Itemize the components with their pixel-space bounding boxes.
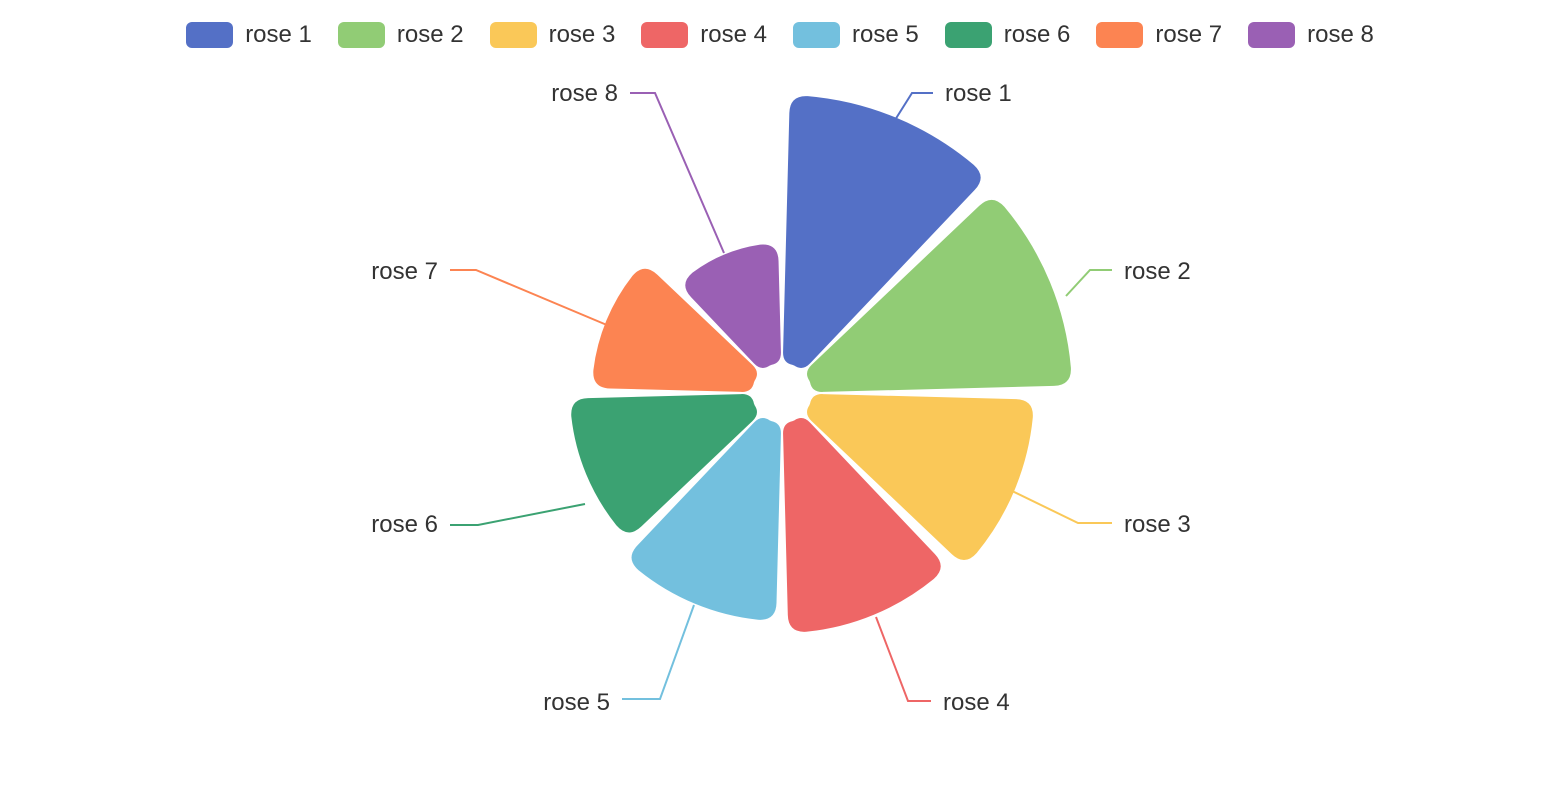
legend-item-rose-1[interactable]: rose 1 [186, 22, 312, 48]
slice-label-rose-7: rose 7 [371, 258, 438, 285]
legend-item-rose-8[interactable]: rose 8 [1248, 22, 1374, 48]
slice-label-rose-6: rose 6 [371, 511, 438, 538]
pie-slice-rose-7[interactable] [593, 268, 757, 392]
leader-line-rose-7 [450, 269, 615, 329]
slice-label-rose-4: rose 4 [943, 689, 1010, 716]
legend-swatch-icon [1096, 22, 1144, 48]
leader-line-rose-6 [450, 503, 586, 526]
legend-item-rose-7[interactable]: rose 7 [1096, 22, 1222, 48]
legend-item-rose-4[interactable]: rose 4 [641, 22, 767, 48]
legend-swatch-icon [944, 22, 992, 48]
pie-slice-rose-3[interactable] [807, 394, 1033, 561]
legend-swatch-icon [1248, 22, 1296, 48]
label-leader-lines [450, 92, 1112, 702]
pie-slice-rose-5[interactable] [631, 418, 781, 620]
legend-item-rose-3[interactable]: rose 3 [489, 21, 616, 48]
slice-label-rose-1: rose 1 [945, 80, 1012, 107]
legend-swatch-icon [186, 22, 234, 48]
pie-slice-rose-8[interactable] [685, 244, 781, 368]
legend-item-rose-6[interactable]: rose 6 [944, 21, 1071, 48]
leader-line-rose-4 [875, 616, 931, 702]
leader-line-rose-3 [1007, 488, 1112, 524]
slice-label-rose-8: rose 8 [551, 80, 618, 107]
legend-item-rose-2[interactable]: rose 2 [337, 21, 464, 48]
pie-slice-rose-1[interactable] [783, 96, 981, 368]
slice-label-rose-3: rose 3 [1124, 511, 1191, 538]
legend-swatch-icon [337, 22, 385, 48]
leader-line-rose-5 [622, 604, 695, 700]
pie-slice-rose-6[interactable] [571, 394, 757, 533]
leader-line-rose-1 [894, 92, 933, 121]
legend-item-label: rose 3 [548, 21, 616, 48]
legend-item-label: rose 7 [1155, 21, 1223, 48]
pie-slice-rose-4[interactable] [783, 418, 941, 632]
legend-item-label: rose 6 [1003, 21, 1071, 48]
legend-swatch-icon [793, 22, 840, 48]
slice-label-rose-2: rose 2 [1124, 258, 1191, 285]
legend-item-label: rose 2 [396, 21, 464, 48]
legend-item-label: rose 8 [1307, 21, 1374, 48]
legend-item-rose-5[interactable]: rose 5 [793, 22, 919, 48]
leader-line-rose-8 [630, 92, 725, 254]
legend-item-label: rose 1 [245, 21, 312, 48]
legend-item-label: rose 4 [700, 21, 767, 48]
slice-label-rose-5: rose 5 [543, 689, 610, 716]
leader-line-rose-2 [1065, 269, 1112, 297]
pie-slice-rose-2[interactable] [807, 199, 1071, 392]
legend-swatch-icon [489, 22, 537, 48]
legend-swatch-icon [641, 22, 689, 48]
chart-legend: rose 1 rose 2 rose 3 rose 4 rose 5 rose 6 rose… [0, 22, 1560, 48]
pie-slices [571, 96, 1071, 632]
legend-item-label: rose 5 [852, 21, 919, 48]
slice-labels: rose 1 rose 2 rose 3 rose 4 rose 5 rose 6 rose… [371, 80, 1190, 716]
